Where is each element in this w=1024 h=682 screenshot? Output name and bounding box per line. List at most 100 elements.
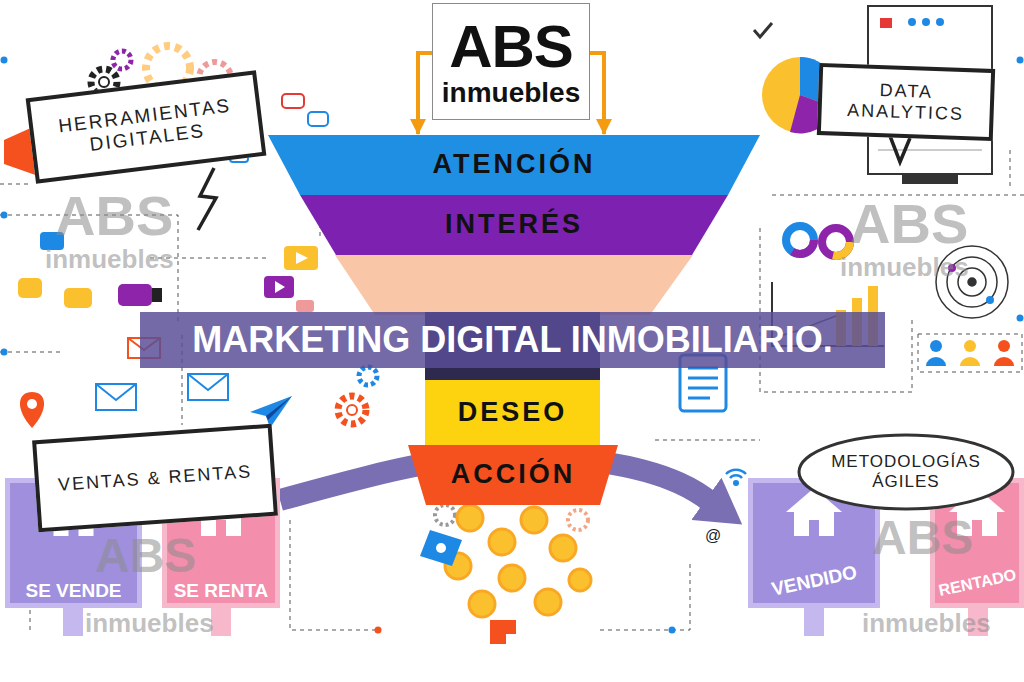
- band-fill: [408, 445, 618, 505]
- play-button: [264, 246, 318, 312]
- monitor: [902, 174, 958, 184]
- chat-bubble: [308, 112, 328, 126]
- dashed-guide: [655, 440, 760, 441]
- money-bill: [436, 543, 446, 553]
- sign-post: [63, 608, 83, 636]
- donut-chart: [786, 226, 814, 254]
- gear-icon: [99, 77, 109, 87]
- coin-icon: [569, 569, 591, 591]
- guide-dot: [669, 627, 676, 634]
- play-button: [275, 281, 285, 293]
- text-group: METODOLOGÍAS ÁGILES: [822, 452, 990, 491]
- feed-arrow: [590, 53, 604, 134]
- sign-frame: [748, 478, 880, 608]
- checkmark: [754, 23, 772, 37]
- donut-chart: [822, 228, 850, 256]
- watermark: inmuebles: [862, 610, 991, 636]
- ellipse-outline: [799, 435, 1013, 509]
- node-text: DESEO: [458, 397, 568, 428]
- thumb-icon: [118, 284, 152, 306]
- target-icon: [968, 278, 976, 286]
- text-group: INTERÉS: [445, 209, 583, 240]
- text-group: SE RENTA: [174, 580, 269, 602]
- monitor: [922, 18, 930, 26]
- dashed-guide: [0, 352, 60, 353]
- wifi-icon: [734, 481, 738, 485]
- money-bill: [420, 530, 462, 566]
- monitor: [880, 18, 892, 28]
- title-banner: MARKETING DIGITAL INMOBILIARIO.: [140, 312, 885, 368]
- house-icon: [786, 488, 842, 512]
- guide-dot: [375, 627, 382, 634]
- text-group: ATENCIÓN: [433, 149, 596, 180]
- feed-arrow: [418, 53, 432, 134]
- wifi-icon: [730, 475, 742, 478]
- house-icon: [949, 488, 1005, 512]
- location-pin: [20, 392, 44, 428]
- hand-icon: [490, 620, 516, 644]
- funnel-band: [335, 255, 693, 315]
- paper-plane: [266, 396, 292, 420]
- guide-dot: [1017, 57, 1024, 64]
- text-group: DATA ANALYTICS: [829, 79, 982, 126]
- monitor: [908, 18, 916, 26]
- envelope-icon: [188, 374, 228, 400]
- text-group: DESEO: [458, 397, 568, 428]
- donut-chart: [786, 226, 850, 256]
- thumb-icon: [18, 278, 42, 298]
- dashed-guide: [600, 560, 690, 630]
- play-button: [264, 276, 294, 298]
- money-bill: [420, 530, 462, 566]
- funnel-band: ATENCIÓN: [268, 135, 760, 195]
- sign-fill: [753, 483, 875, 603]
- band-fill: [425, 380, 600, 445]
- play-button: [296, 252, 308, 264]
- house-icon: [972, 520, 982, 536]
- band-fill: [300, 195, 728, 255]
- gear-icon: [347, 405, 357, 415]
- node-text: SE RENTA: [174, 580, 269, 602]
- checkmark: [754, 23, 772, 37]
- node-text: METODOLOGÍAS ÁGILES: [822, 452, 990, 491]
- dashed-guide: [0, 150, 1024, 630]
- watermark: inmuebles: [85, 610, 214, 636]
- dashed-guide: [290, 520, 380, 630]
- guide-dot: [1017, 315, 1024, 322]
- person-icon: [926, 357, 946, 366]
- coin-icon: [550, 535, 576, 561]
- coin-icon: [521, 507, 547, 533]
- logo-box: ABSinmuebles: [432, 3, 590, 120]
- watermark: inmuebles: [45, 246, 174, 272]
- wifi-icon: [726, 470, 746, 485]
- node-text: ATENCIÓN: [433, 149, 596, 180]
- donut-chart: [786, 226, 814, 254]
- node-text: VENTAS & RENTAS: [57, 461, 252, 495]
- callout-box: DATA ANALYTICS: [817, 63, 995, 141]
- house-icon: [216, 520, 226, 536]
- monitor: [936, 18, 944, 26]
- node-text: ABS: [449, 15, 573, 78]
- coin-icon: [535, 589, 561, 615]
- person-icon: [994, 357, 1014, 366]
- text-group: ACCIÓN: [451, 459, 576, 490]
- callout-box: HERRAMIENTAS DIGITALES: [26, 70, 267, 184]
- play-button: [284, 246, 318, 270]
- symbol-label: @: [705, 528, 721, 544]
- play-button: [296, 300, 314, 312]
- text-group: HERRAMIENTAS DIGITALES: [42, 93, 250, 161]
- person-icon: [930, 340, 942, 352]
- coin-icon: [445, 505, 591, 617]
- sign-post: [804, 608, 824, 636]
- dashed-guide: [0, 184, 32, 185]
- coin-icon: [469, 591, 495, 617]
- callout-ellipse: METODOLOGÍAS ÁGILES: [796, 432, 1016, 512]
- person-icon: [918, 334, 1022, 372]
- callout-tail: [890, 136, 910, 162]
- envelope-icon: [96, 384, 136, 400]
- gear-icon: [435, 505, 455, 525]
- node-text: DATA ANALYTICS: [829, 79, 982, 126]
- target-icon: [986, 296, 994, 304]
- watermark: ABS: [55, 188, 173, 244]
- sign-post: [211, 608, 231, 636]
